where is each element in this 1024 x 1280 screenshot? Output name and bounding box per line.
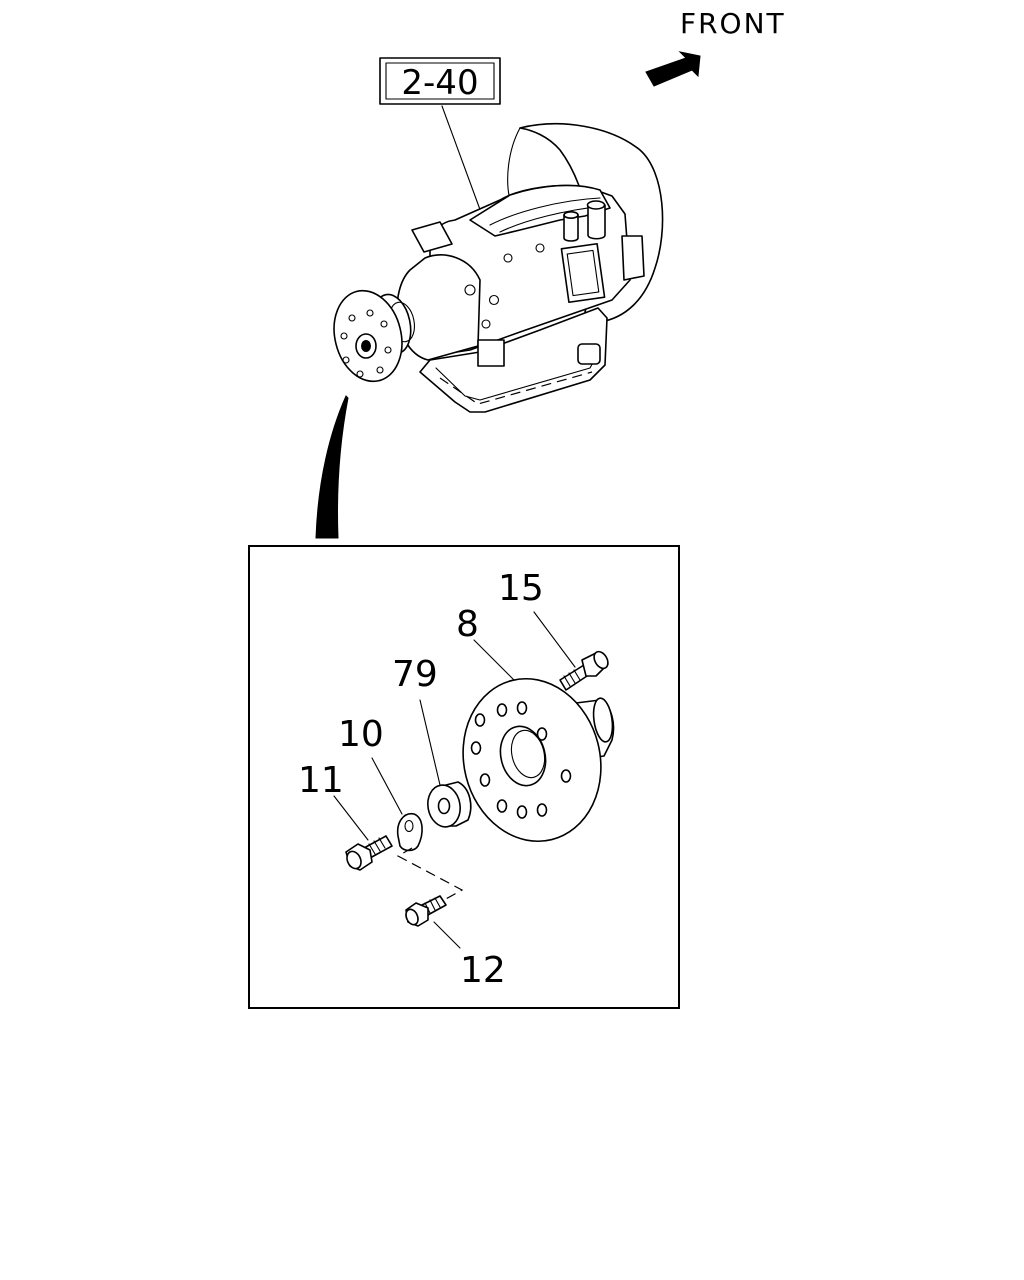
leader-15 (533, 611, 576, 668)
leader-11 (333, 795, 369, 841)
callout-10: 10 (338, 714, 384, 755)
leader-10 (371, 757, 403, 815)
part-lock-plate-10[interactable] (396, 812, 423, 852)
reference-label: 2-40 (401, 63, 478, 103)
part-bolt-15[interactable] (559, 649, 611, 691)
front-arrow-icon (645, 51, 701, 87)
callout-12: 12 (460, 950, 506, 991)
leader-8 (473, 639, 515, 681)
leader-79 (419, 699, 441, 786)
part-bolt-12[interactable] (404, 895, 447, 927)
callout-11: 11 (298, 760, 344, 801)
leader-12 (433, 921, 461, 949)
assembly-line (396, 847, 464, 901)
callout-79: 79 (392, 654, 438, 695)
transmission-assembly (333, 123, 664, 413)
detail-frame (248, 545, 680, 1009)
reference-leader (441, 105, 483, 216)
detail-pointer-arrow (315, 395, 349, 539)
part-washer-79[interactable] (425, 781, 472, 829)
callout-15: 15 (498, 568, 544, 609)
part-flange[interactable] (446, 664, 618, 856)
part-bolt-11[interactable] (344, 835, 393, 871)
callout-8: 8 (456, 604, 479, 645)
front-label: FRONT (680, 7, 786, 40)
reference-box[interactable]: 2-40 (379, 57, 501, 105)
